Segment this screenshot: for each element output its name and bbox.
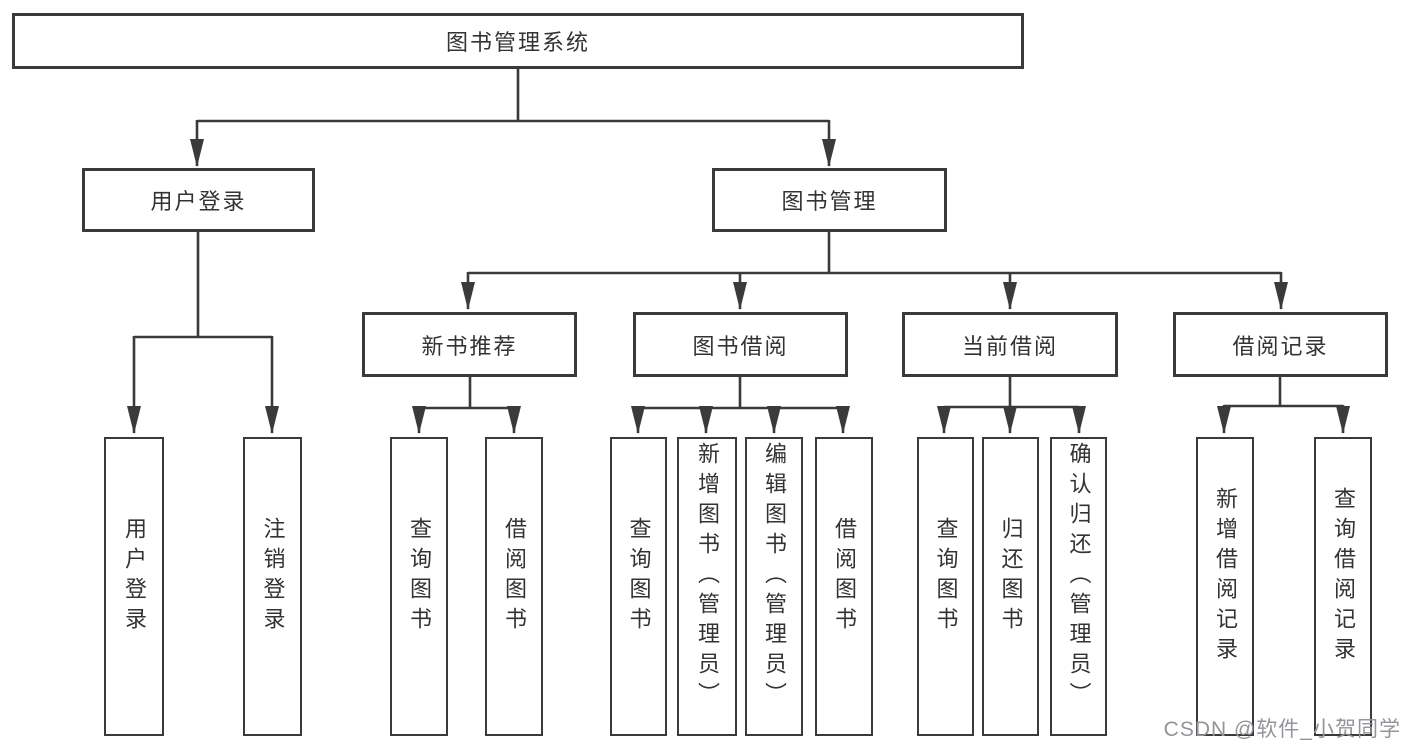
node-leaf-user-login: 用户登录 xyxy=(104,437,164,736)
node-label: 新增图书（管理员） xyxy=(695,441,720,712)
node-label: 图书借阅 xyxy=(692,333,789,359)
node-label: 借阅记录 xyxy=(1232,333,1329,359)
node-label: 查询借阅记录 xyxy=(1331,486,1356,667)
node-root-system: 图书管理系统 xyxy=(12,13,1024,69)
node-label: 图书管理 xyxy=(781,189,878,214)
node-leaf-confirm-return-admin: 确认归还（管理员） xyxy=(1050,437,1107,736)
node-leaf-add-borrow-record: 新增借阅记录 xyxy=(1196,437,1254,736)
node-leaf-query-books-borrow: 查询图书 xyxy=(610,437,667,736)
node-leaf-return-books: 归还图书 xyxy=(982,437,1039,736)
node-label: 归还图书 xyxy=(998,516,1024,637)
node-label: 用户登录 xyxy=(122,516,147,637)
node-leaf-add-books-admin: 新增图书（管理员） xyxy=(677,437,737,736)
node-leaf-query-borrow-record: 查询借阅记录 xyxy=(1314,437,1372,736)
node-new-book-recommend: 新书推荐 xyxy=(362,312,577,377)
node-label: 查询图书 xyxy=(933,516,959,637)
node-leaf-query-books-current: 查询图书 xyxy=(917,437,974,736)
node-book-borrowing: 图书借阅 xyxy=(633,312,848,377)
node-leaf-logout: 注销登录 xyxy=(243,437,302,736)
node-label: 编辑图书（管理员） xyxy=(762,441,787,712)
node-label: 确认归还（管理员） xyxy=(1066,441,1092,712)
node-borrowing-records: 借阅记录 xyxy=(1173,312,1388,377)
node-leaf-query-books-rec: 查询图书 xyxy=(390,437,448,736)
node-user-login-group: 用户登录 xyxy=(82,168,315,232)
node-label: 借阅图书 xyxy=(832,516,857,637)
node-label: 查询图书 xyxy=(626,516,652,637)
node-book-management: 图书管理 xyxy=(712,168,947,232)
node-label: 注销登录 xyxy=(260,516,286,637)
node-leaf-borrow-books-rec: 借阅图书 xyxy=(485,437,543,736)
node-label: 图书管理系统 xyxy=(445,30,590,55)
node-leaf-borrow-books-borrow: 借阅图书 xyxy=(815,437,873,736)
node-leaf-edit-books-admin: 编辑图书（管理员） xyxy=(745,437,803,736)
node-label: 用户登录 xyxy=(150,189,247,214)
node-label: 查询图书 xyxy=(407,516,432,637)
node-label: 新书推荐 xyxy=(421,333,518,359)
node-current-borrowing: 当前借阅 xyxy=(902,312,1118,377)
node-label: 当前借阅 xyxy=(961,333,1058,359)
node-label: 借阅图书 xyxy=(502,516,527,637)
node-label: 新增借阅记录 xyxy=(1213,486,1238,667)
